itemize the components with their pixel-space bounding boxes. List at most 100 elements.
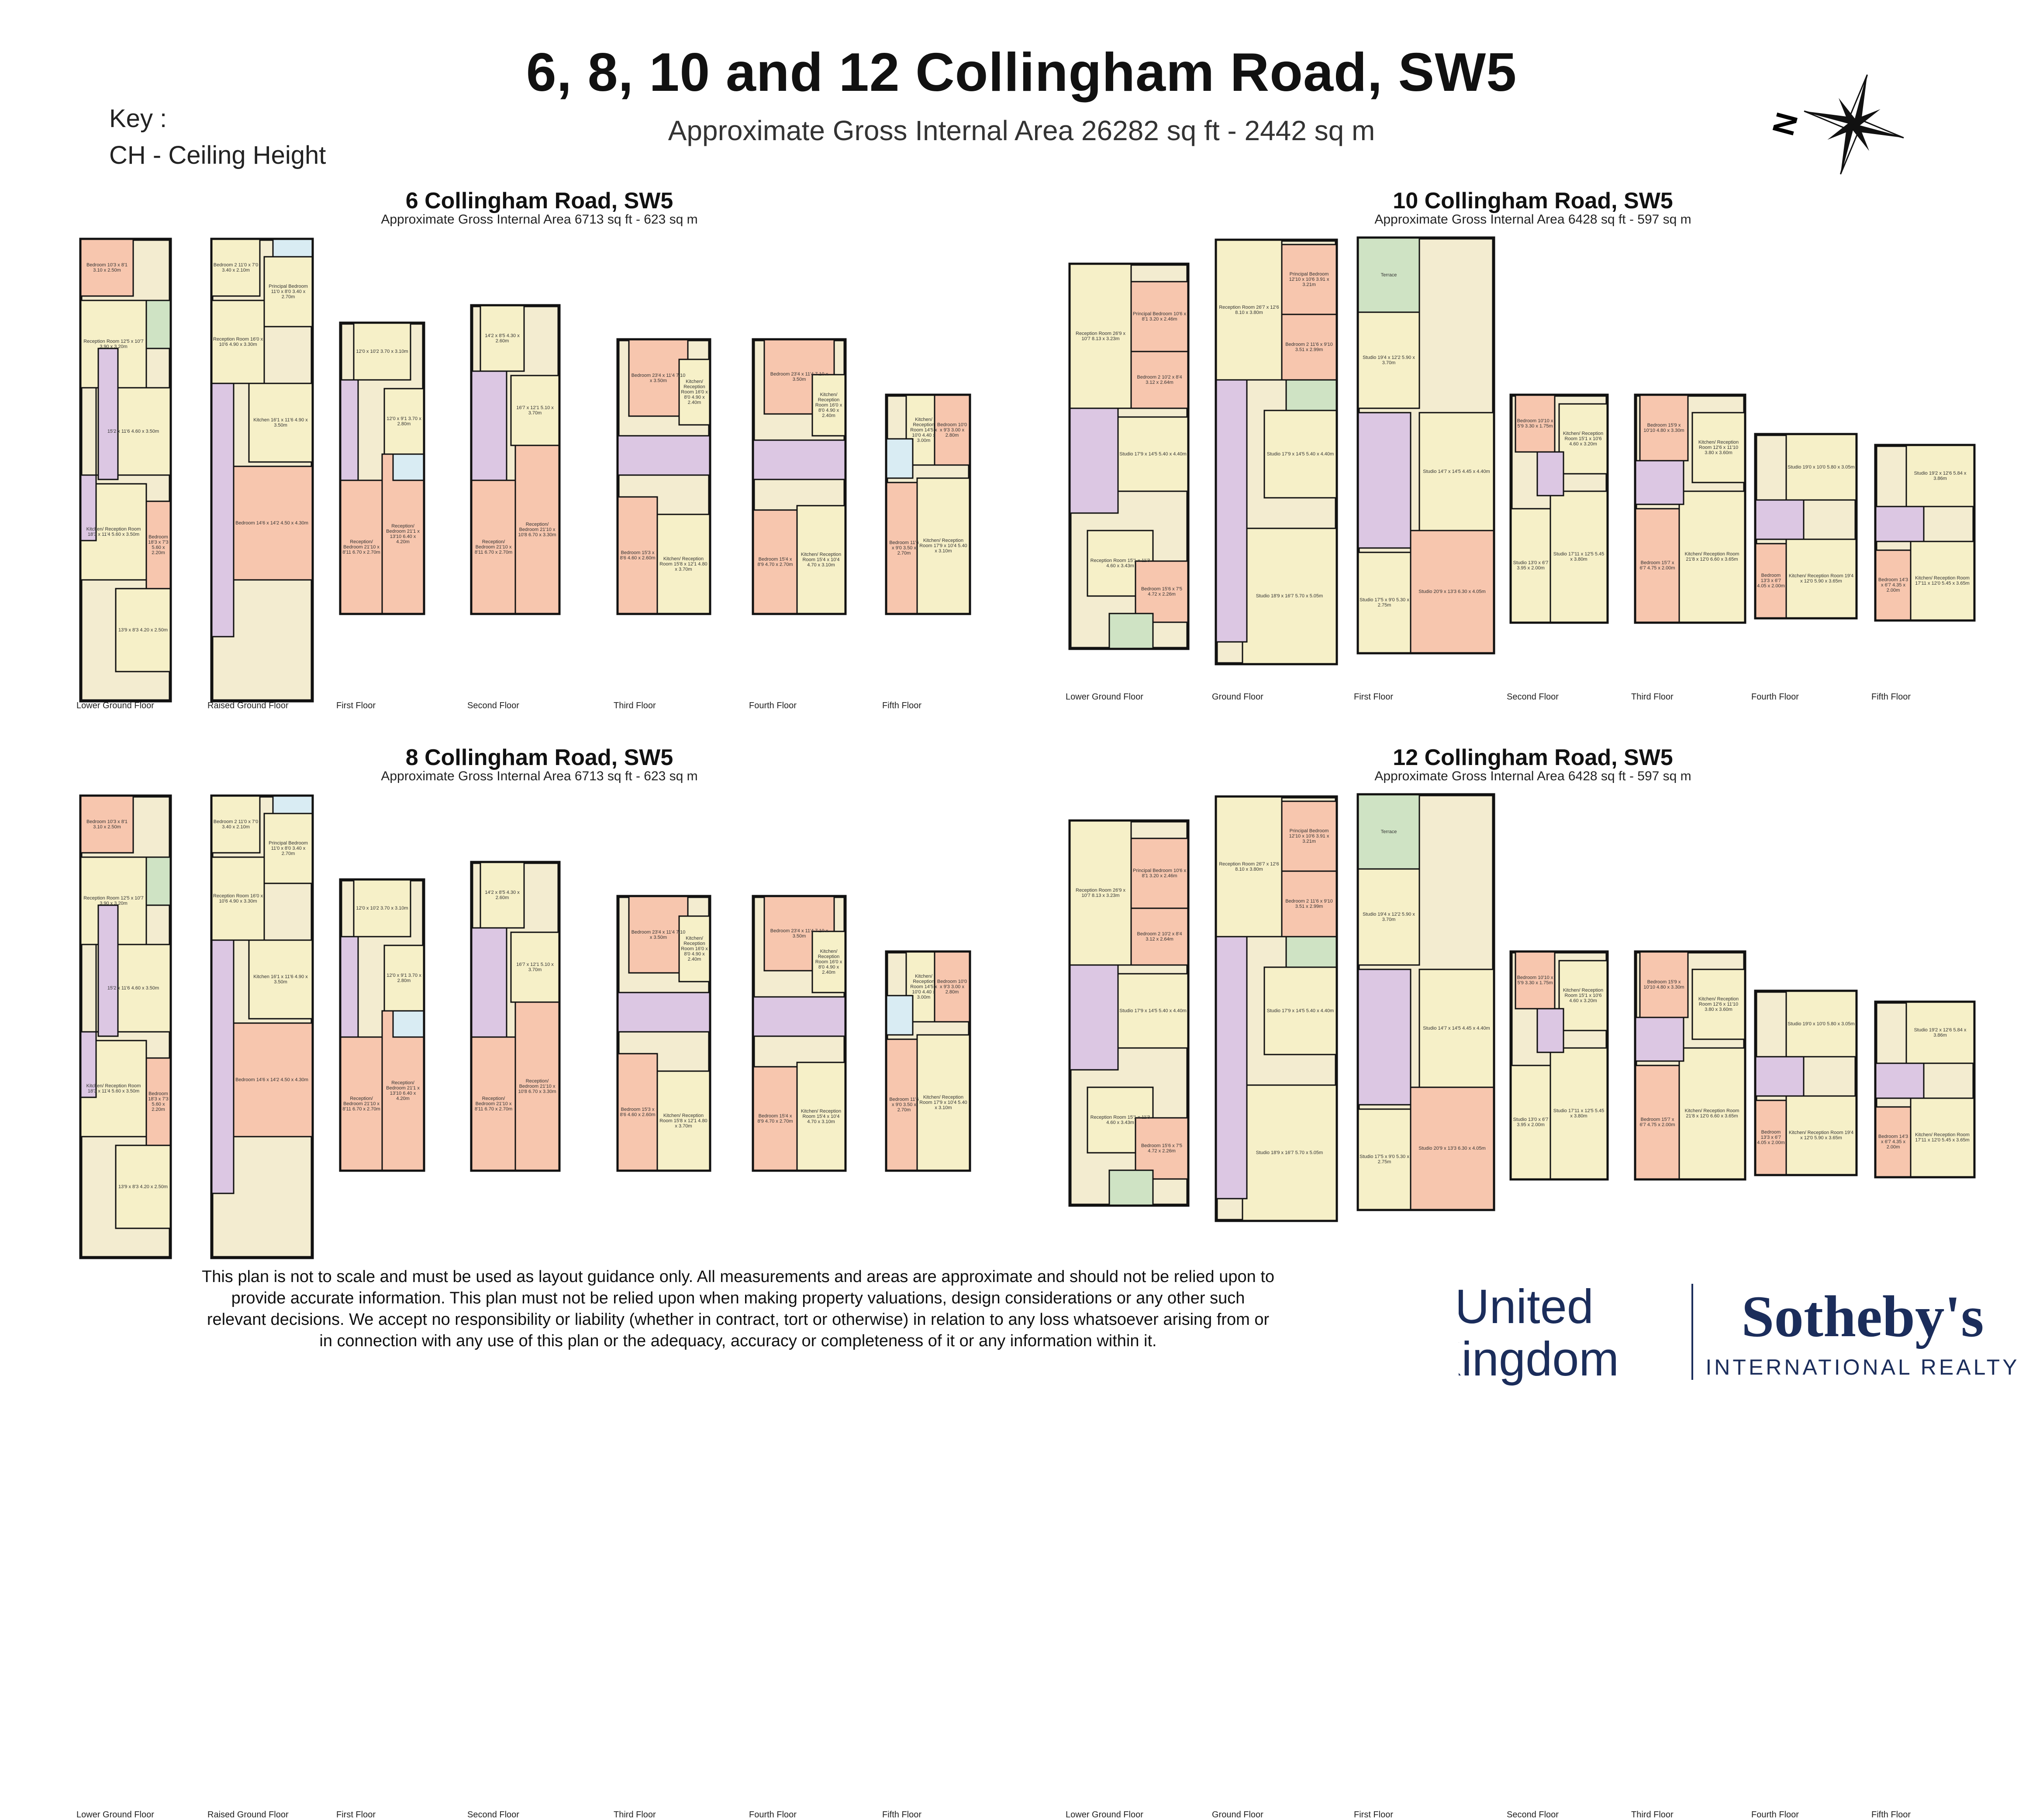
room [656, 514, 711, 614]
sothebys-logo: United Kingdom Sotheby's INTERNATIONAL R… [1459, 1280, 2017, 1386]
room [886, 482, 922, 614]
floor-plan-10-fifth-floor [1874, 444, 1976, 622]
floor-plan-10-lower-ground-floor [1068, 262, 1190, 650]
floor-label: Third Floor [1631, 692, 1674, 702]
floor-plan-12-lower-ground-floor [1068, 819, 1190, 1207]
room [1215, 239, 1283, 381]
room [1357, 237, 1420, 313]
room-label: Kitchen/ Reception Room 18'3 x 11'4 5.60… [86, 527, 141, 537]
floor-plan-12-fifth-floor [1874, 1000, 1976, 1179]
circulation-area [1875, 1062, 1925, 1099]
room [934, 951, 970, 1023]
room [628, 339, 689, 417]
circulation-area [886, 438, 914, 479]
room-label: Kitchen/ Reception Room 21'8 x 12'0 6.60… [1684, 552, 1739, 562]
floor-label: Fourth Floor [1751, 692, 1799, 702]
room-label: Kitchen/ Reception Room 14'5 x 10'0 4.40… [910, 974, 937, 1000]
circulation-area [340, 936, 359, 1038]
room-label: Reception Room 12'5 x 10'7 3.90 x 3.20m [83, 896, 144, 906]
room-label: Kitchen/ Reception Room 15'1 x 10'6 4.60… [1563, 431, 1604, 447]
room-label: Studio 17'9 x 14'5 5.40 x 4.40m [1267, 1008, 1334, 1013]
compass-north-label: N [1766, 109, 1804, 139]
floor-plan-6-first-floor [339, 321, 425, 615]
room-label: Studio 18'9 x 16'7 5.70 x 5.05m [1256, 593, 1323, 599]
room-label: Principal Bedroom 12'10 x 10'6 3.91 x 3.… [1289, 272, 1329, 287]
circulation-area [211, 383, 235, 638]
key-heading: Key : [109, 104, 167, 133]
floor-plan-6-lower-ground-floor [79, 238, 172, 703]
room-label: Kitchen/ Reception Room 16'0 x 8'0 4.90 … [815, 949, 842, 975]
room-label: Bedroom 23'4 x 11'4 7.10 x 3.50m [770, 928, 828, 939]
room-label: Studio 19'0 x 10'0 5.80 x 3.05m [1788, 465, 1855, 470]
room-label: 16'7 x 12'1 5.10 x 3.70m [516, 405, 554, 416]
room-label: Reception/ Bedroom 21'10 x 8'11 6.70 x 2… [342, 539, 380, 555]
room [1215, 796, 1283, 938]
room-label: Bedroom 15'7 x 6'7 4.75 x 2.00m [1639, 560, 1675, 571]
room-label: 12'0 x 10'2 3.70 x 3.10m [356, 906, 408, 911]
room [471, 1036, 516, 1171]
circulation-area [471, 927, 507, 1038]
floor-plan-6-third-floor [616, 338, 711, 615]
room-label: Reception/ Bedroom 21'10 x 10'8 6.70 x 3… [518, 1078, 556, 1094]
floor-plan-10-second-floor [1509, 393, 1609, 624]
room-label: Reception Room 26'9 x 10'7 8.13 x 3.23m [1076, 331, 1125, 341]
room-label: Bedroom 10'3 x 8'1 3.10 x 2.50m [86, 262, 128, 273]
floor-plan-12-first-floor [1356, 793, 1495, 1211]
floor-plan-8-fourth-floor [752, 895, 847, 1172]
circulation-area [1215, 936, 1248, 1200]
room [617, 1053, 658, 1171]
circulation-area [1285, 379, 1337, 411]
floor-plan-8-first-floor [339, 878, 425, 1172]
room [510, 931, 560, 1003]
circulation-area [752, 996, 846, 1037]
room-label: Bedroom 2 11'6 x 9'10 3.51 x 2.99m [1285, 342, 1333, 352]
room-label: Studio 19'4 x 12'2 5.90 x 3.70m [1363, 912, 1415, 922]
room-label: Kitchen/ Reception Room 16'0 x 8'0 4.90 … [815, 392, 842, 418]
room-label: Studio 19'4 x 12'2 5.90 x 3.70m [1363, 355, 1415, 365]
room-label: Kitchen 16'1 x 11'6 4.90 x 3.50m [253, 417, 308, 428]
circulation-area [1536, 1008, 1564, 1053]
floor-label: Lower Ground Floor [76, 1810, 154, 1820]
floor-label: Third Floor [614, 701, 656, 710]
room-label: Terrace [1380, 272, 1397, 278]
room-label: Kitchen/ Reception Room 17'11 x 12'0 5.4… [1915, 1132, 1970, 1143]
room [1069, 263, 1132, 409]
floor-label: Fourth Floor [1751, 1810, 1799, 1820]
room-label: Studio 19'0 x 10'0 5.80 x 3.05m [1788, 1021, 1855, 1027]
floor-label: Fifth Floor [882, 1810, 922, 1820]
room [1357, 311, 1420, 409]
room [1785, 538, 1857, 619]
room-label: Reception Room 16'0 x 10'6 4.90 x 3.30m [213, 337, 263, 347]
room [1418, 412, 1494, 531]
room-label: Studio 19'2 x 12'6 5.84 x 3.86m [1914, 471, 1967, 481]
room-label: Kitchen/ Reception Room 12'6 x 11'10 3.8… [1698, 440, 1739, 455]
room-label: Bedroom 23'4 x 11'4 7.10 x 3.50m [631, 929, 686, 940]
room [383, 944, 424, 1012]
room [1281, 244, 1337, 315]
circulation-area [392, 453, 424, 481]
room-label: Bedroom 10'10 x 5'9 3.30 x 1.75m [1517, 418, 1553, 429]
floor-label: Raised Ground Floor [207, 1810, 289, 1820]
circulation-area [886, 995, 914, 1036]
room-label: Terrace [1380, 829, 1397, 834]
floor-label: Fourth Floor [749, 701, 797, 710]
circulation-area [752, 439, 846, 480]
room [678, 358, 711, 426]
room-label: Kitchen/ Reception Room 15'8 x 12'1 4.80… [659, 556, 707, 572]
floor-plan-12-third-floor [1634, 950, 1746, 1181]
room-label: Bedroom 2 11'0 x 7'0 3.40 x 2.10m [213, 262, 259, 273]
room-label: Reception Room 26'7 x 12'6 8.10 x 3.80m [1219, 305, 1279, 315]
room [1639, 951, 1689, 1018]
room [656, 1070, 711, 1171]
room-label: Kitchen/ Reception Room 17'9 x 10'4 5.40… [919, 1095, 967, 1110]
room-label: Studio 20'9 x 13'3 6.30 x 4.05m [1418, 1146, 1486, 1151]
room [1357, 868, 1420, 966]
room [796, 1062, 846, 1171]
floor-plan-8-third-floor [616, 895, 711, 1172]
room-label: 12'0 x 9'1 3.70 x 2.80m [387, 416, 421, 427]
key-entry: CH - Ceiling Height [109, 141, 326, 169]
circulation-area [1108, 1169, 1154, 1206]
room-label: Reception/ Bedroom 21'10 x 8'11 6.70 x 2… [474, 539, 513, 555]
circulation-area [272, 795, 313, 814]
floor-plan-6-second-floor [470, 304, 561, 615]
